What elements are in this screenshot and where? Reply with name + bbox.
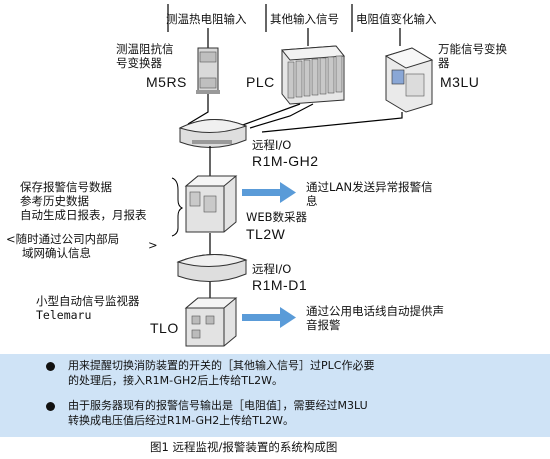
r1m-d1-unit xyxy=(176,253,248,283)
tlo-model: TLO xyxy=(150,320,179,336)
lan-note-close: > xyxy=(148,238,158,252)
tlo-unit xyxy=(184,297,238,347)
notes-panel: 用来提醒切换消防装置的开关的［其他输入信号］过PLC作必要 的处理后，接入R1M… xyxy=(0,354,550,437)
tl2w-model: TL2W xyxy=(246,226,286,242)
note-2-line2: 转换成电压值后经过R1M-GH2上传给TL2W。 xyxy=(68,414,295,427)
lan-note-line1: <随时通过公司内部局 xyxy=(6,232,120,246)
r1m-gh2-desc: 远程I/O xyxy=(252,138,292,152)
save-note-line3: 自动生成日报表，月报表 xyxy=(20,208,147,222)
lan-arrow xyxy=(242,182,296,203)
input-rtd-label: 测温热电阻输入 xyxy=(166,12,247,26)
r1m-gh2-unit xyxy=(178,118,248,149)
monitor-desc-line1: 小型自动信号监视器 xyxy=(36,294,140,308)
tl2w-unit xyxy=(184,175,238,233)
plc-model: PLC xyxy=(246,74,275,90)
r1m-d1-desc: 远程I/O xyxy=(252,262,292,276)
r1m-d1-model: R1M-D1 xyxy=(252,277,308,293)
tl2w-desc: WEB数采器 xyxy=(246,210,308,224)
phone-arrow xyxy=(242,307,296,328)
bullet-icon xyxy=(46,402,55,411)
lan-note-line2: 域网确认信息 xyxy=(22,246,91,260)
bullet-icon xyxy=(46,362,55,371)
note-1-line1: 用来提醒切换消防装置的开关的［其他输入信号］过PLC作必要 xyxy=(68,359,375,372)
m5rs-desc-line1: 测温阻抗信 xyxy=(116,42,174,56)
m3lu-model: M3LU xyxy=(440,74,480,90)
note-1-line2: 的处理后，接入R1M-GH2后上传给TL2W。 xyxy=(68,374,284,387)
plc-rack xyxy=(281,45,345,105)
phone-alarm-line2: 音报警 xyxy=(306,318,341,332)
m3lu-desc-line1: 万能信号变换 xyxy=(438,42,507,56)
m3lu-converter xyxy=(384,47,434,113)
input-resistance-label: 电阻值变化输入 xyxy=(356,12,437,26)
monitor-desc-line2: Telemaru xyxy=(36,308,92,322)
input-other-label: 其他输入信号 xyxy=(270,12,339,26)
m5rs-model: M5RS xyxy=(146,74,187,90)
figure-caption: 图1 远程监视/报警装置的系统构成图 xyxy=(150,440,338,454)
save-note-line1: 保存报警信号数据 xyxy=(20,180,112,194)
lan-alarm-line1: 通过LAN发送异常报警信 xyxy=(306,180,433,194)
lan-alarm-line2: 息 xyxy=(306,194,318,208)
r1m-gh2-model: R1M-GH2 xyxy=(252,153,319,169)
save-note-line2: 参考历史数据 xyxy=(20,194,89,208)
phone-alarm-line1: 通过公用电话线自动提供声 xyxy=(306,304,444,318)
m5rs-desc-line2: 号变换器 xyxy=(116,56,162,70)
note-2-line1: 由于服务器现有的报警信号输出是［电阻值］，需要经过M3LU xyxy=(68,399,368,412)
m3lu-desc-line2: 器 xyxy=(438,56,450,70)
m5rs-module xyxy=(196,47,220,94)
